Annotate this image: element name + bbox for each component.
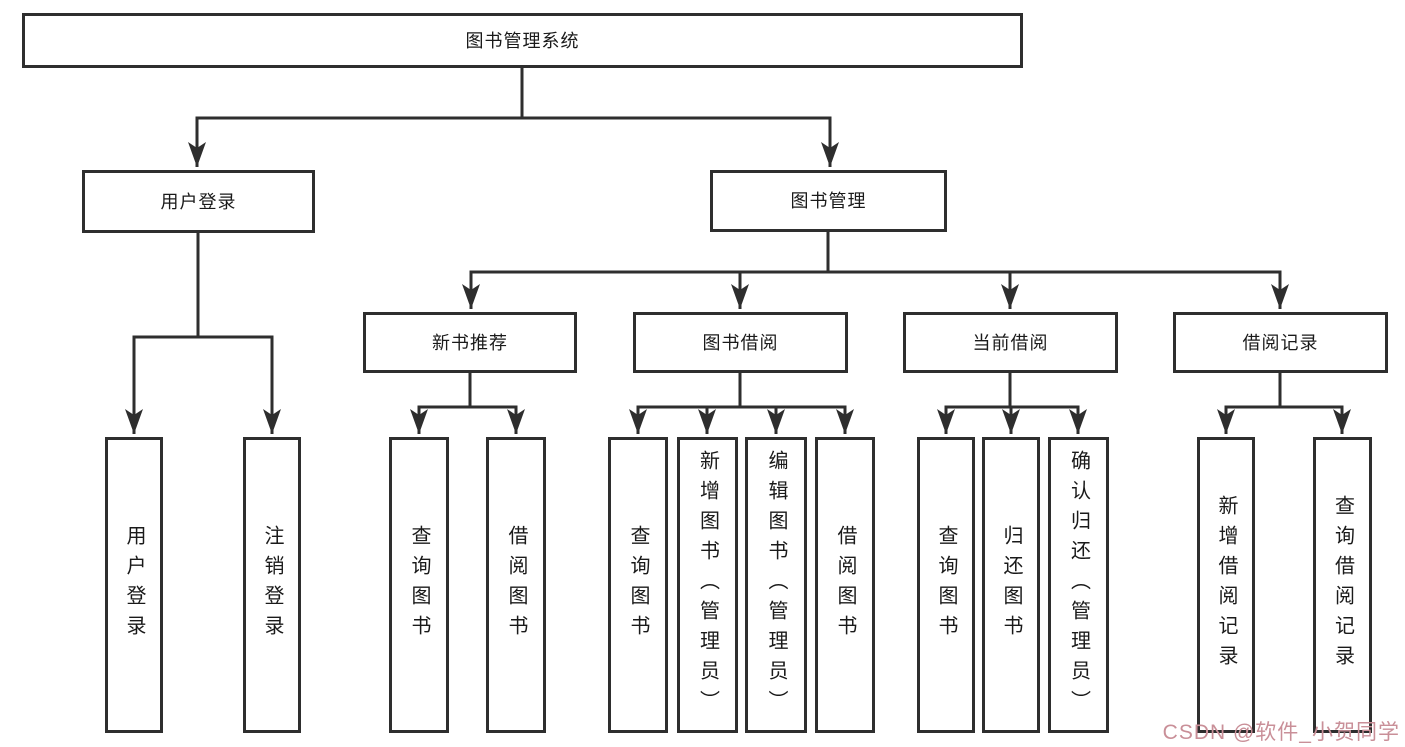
leaf-return-books-label: 归还图书 xyxy=(1000,525,1022,645)
leaf-confirm-return-admin-label: 确认归还（管理员） xyxy=(1067,450,1090,720)
leaf-borrow-books-1: 借阅图书 xyxy=(486,437,546,733)
leaf-query-books-2: 查询图书 xyxy=(608,437,668,733)
leaf-user-login-label: 用户登录 xyxy=(123,525,145,645)
leaf-borrow-books-2: 借阅图书 xyxy=(815,437,875,733)
leaf-logout-label: 注销登录 xyxy=(261,525,283,645)
leaf-return-books: 归还图书 xyxy=(982,437,1040,733)
leaf-query-borrow-record-label: 查询借阅记录 xyxy=(1331,495,1354,675)
leaf-query-books-1-label: 查询图书 xyxy=(408,525,430,645)
node-new-book-recommend: 新书推荐 xyxy=(363,312,577,373)
node-book-borrow-label: 图书借阅 xyxy=(702,332,779,353)
node-root: 图书管理系统 xyxy=(22,13,1023,68)
leaf-edit-books-admin: 编辑图书（管理员） xyxy=(745,437,807,733)
leaf-add-borrow-record: 新增借阅记录 xyxy=(1197,437,1255,733)
leaf-edit-books-admin-label: 编辑图书（管理员） xyxy=(765,450,787,720)
leaf-borrow-books-1-label: 借阅图书 xyxy=(505,525,527,645)
node-current-borrow: 当前借阅 xyxy=(903,312,1118,373)
node-user-login: 用户登录 xyxy=(82,170,315,233)
node-borrow-records: 借阅记录 xyxy=(1173,312,1388,373)
node-book-borrow: 图书借阅 xyxy=(633,312,848,373)
leaf-query-books-3-label: 查询图书 xyxy=(935,525,957,645)
leaf-borrow-books-2-label: 借阅图书 xyxy=(834,525,856,645)
node-user-login-label: 用户登录 xyxy=(160,191,237,212)
leaf-query-books-2-label: 查询图书 xyxy=(627,525,649,645)
node-book-management-label: 图书管理 xyxy=(790,191,867,211)
leaf-add-books-admin-label: 新增图书（管理员） xyxy=(696,450,719,720)
leaf-confirm-return-admin: 确认归还（管理员） xyxy=(1048,437,1109,733)
leaf-add-books-admin: 新增图书（管理员） xyxy=(677,437,738,733)
watermark: CSDN @软件_小贺同学 xyxy=(1162,721,1400,744)
leaf-add-borrow-record-label: 新增借阅记录 xyxy=(1215,495,1237,675)
leaf-user-login: 用户登录 xyxy=(105,437,163,733)
leaf-query-books-3: 查询图书 xyxy=(917,437,975,733)
node-new-book-recommend-label: 新书推荐 xyxy=(432,332,508,353)
node-book-management: 图书管理 xyxy=(710,170,947,232)
node-current-borrow-label: 当前借阅 xyxy=(972,332,1049,353)
leaf-query-borrow-record: 查询借阅记录 xyxy=(1313,437,1372,733)
node-borrow-records-label: 借阅记录 xyxy=(1242,332,1319,353)
leaf-query-books-1: 查询图书 xyxy=(389,437,449,733)
leaf-logout: 注销登录 xyxy=(243,437,301,733)
node-root-label: 图书管理系统 xyxy=(465,30,580,51)
